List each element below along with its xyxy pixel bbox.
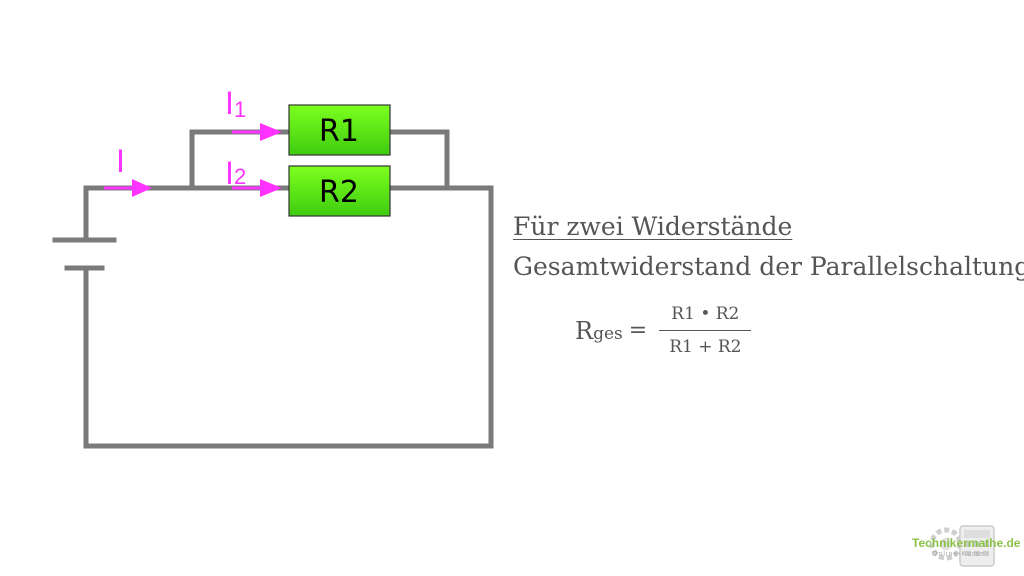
formula-denominator: R1 + R2: [669, 337, 742, 357]
current-label-i2-main: I: [225, 155, 234, 191]
current-arrow-i2: I 2: [225, 155, 282, 197]
logo-text: Technikermathe.de: [912, 536, 1021, 550]
wire-right-loop: [83, 185, 494, 449]
gear-calculator-icon: [929, 525, 995, 567]
site-logo: Technikermathe.de Online-Kurse: [908, 520, 1020, 570]
current-label-i2-index: 2: [234, 164, 246, 189]
current-label-i1: I 1: [225, 85, 246, 122]
current-label-total: I: [116, 143, 125, 179]
wire-branch-r1-out: [386, 129, 450, 191]
formula-lhs-main: R: [575, 316, 594, 345]
formula-lhs-sub: ges: [593, 323, 623, 344]
current-label-i1-index: 1: [234, 97, 246, 122]
formula-numerator: R1 • R2: [659, 304, 752, 331]
resistor-r1: R1: [288, 104, 391, 156]
current-label-i2: I 2: [225, 155, 246, 191]
current-label-i1-main: I: [225, 85, 234, 121]
resistor-r2: R2: [288, 165, 391, 217]
formula-lhs: Rges: [575, 317, 623, 345]
formula-fraction: R1 • R2 R1 + R2: [657, 304, 753, 357]
circuit-wires: [83, 129, 494, 449]
logo-tagline: Online-Kurse: [932, 551, 985, 558]
resistor-r2-label: R2: [319, 175, 359, 210]
wire-left-top: [83, 185, 293, 243]
battery-icon: [52, 237, 117, 271]
resistor-r1-label: R1: [319, 114, 359, 149]
current-arrow-total: I: [104, 143, 152, 197]
formula-equals: =: [628, 318, 648, 343]
current-arrow-i1: I 1: [225, 85, 282, 141]
parallel-resistance-formula: Rges = R1 • R2 R1 + R2: [575, 304, 753, 357]
subheading: Gesamtwiderstand der Parallelschaltung:: [513, 252, 1024, 281]
heading: Für zwei Widerstände: [513, 212, 793, 241]
